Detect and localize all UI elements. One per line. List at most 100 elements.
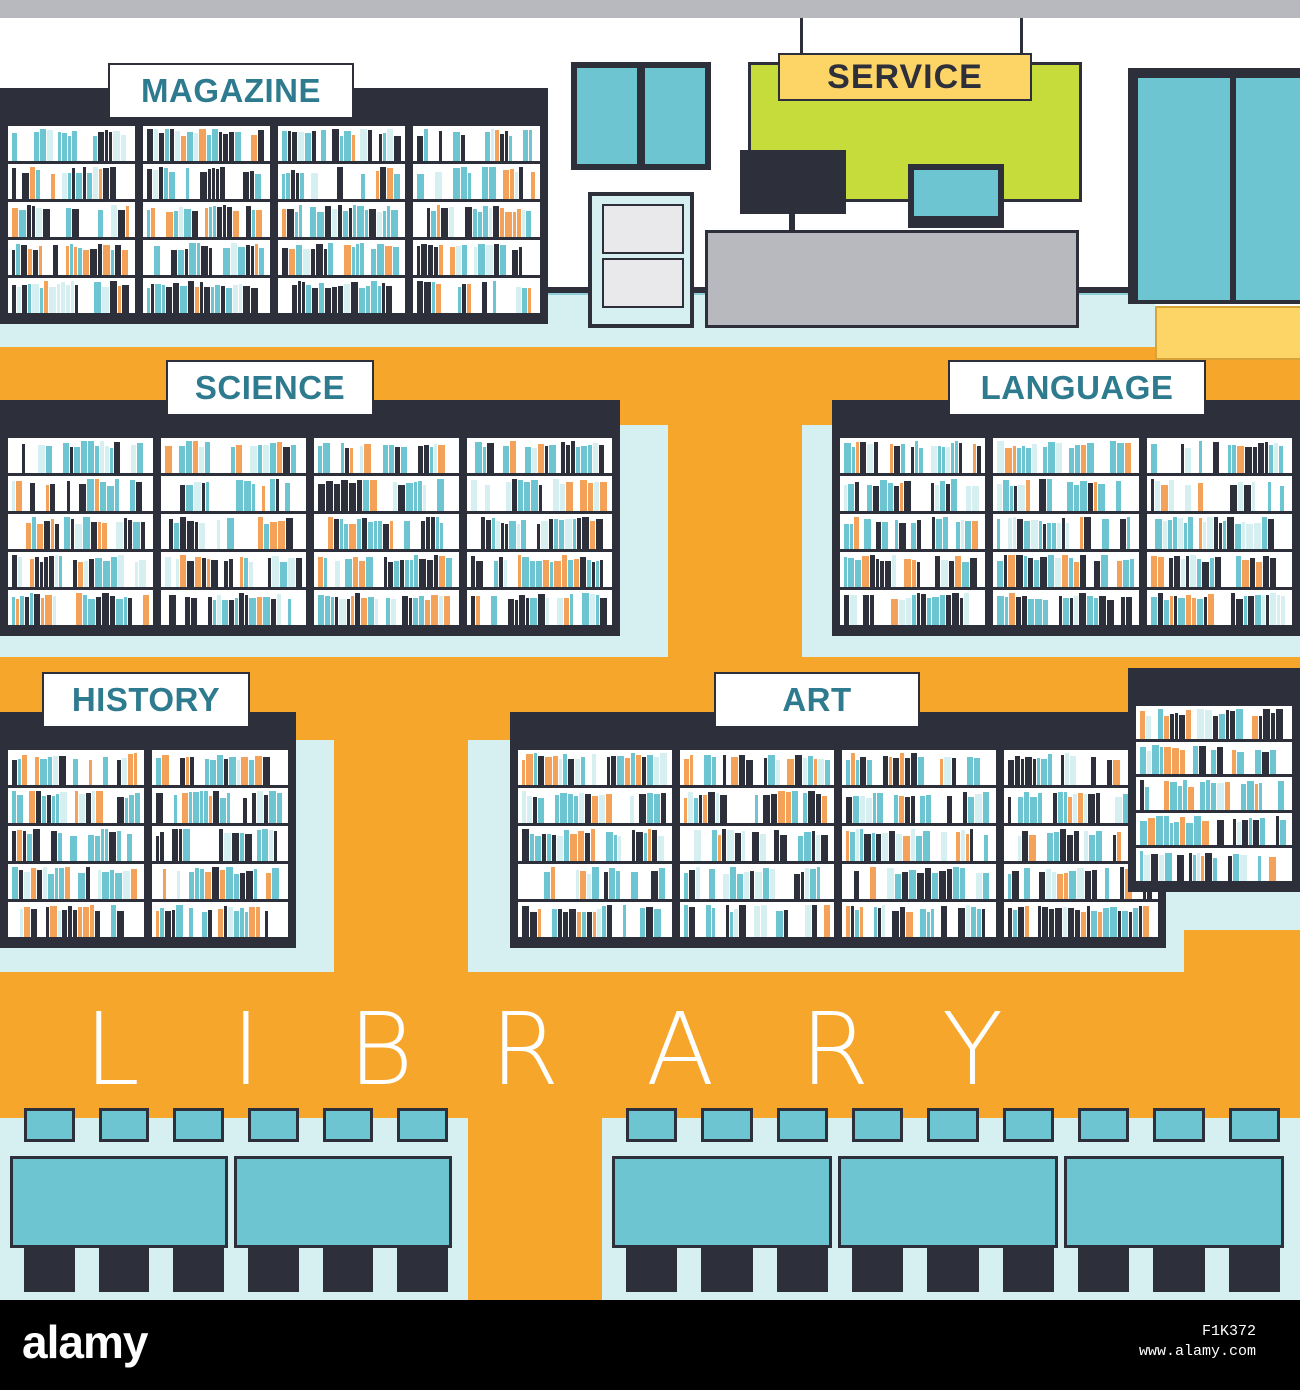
book	[1203, 480, 1211, 511]
book	[288, 131, 291, 161]
book	[1065, 753, 1069, 785]
book	[940, 595, 945, 625]
book	[746, 760, 753, 785]
book	[73, 560, 77, 587]
book	[739, 905, 746, 937]
book	[997, 561, 1004, 587]
book	[1224, 746, 1231, 775]
book	[844, 557, 847, 587]
book	[1057, 523, 1062, 549]
book	[600, 867, 603, 899]
book	[483, 206, 488, 237]
book	[703, 795, 707, 823]
book	[882, 522, 888, 549]
book	[189, 908, 193, 937]
book	[545, 446, 548, 473]
book	[335, 597, 338, 625]
book	[1280, 596, 1285, 625]
sign-art: ART	[714, 672, 920, 728]
book	[941, 906, 947, 937]
book	[1196, 599, 1203, 625]
book	[375, 599, 378, 625]
book	[1243, 485, 1251, 511]
book	[246, 206, 251, 237]
book	[212, 519, 216, 549]
book	[735, 796, 740, 823]
book	[1278, 781, 1284, 810]
book	[324, 558, 327, 587]
book	[774, 830, 779, 861]
book	[587, 874, 591, 899]
book	[900, 907, 905, 937]
book	[368, 522, 373, 549]
book	[617, 756, 624, 785]
book	[271, 599, 276, 625]
chair	[852, 1246, 904, 1292]
book	[424, 282, 431, 313]
book	[12, 481, 15, 511]
book	[35, 757, 39, 785]
book	[243, 286, 250, 313]
book	[860, 442, 866, 473]
shelf-plank	[314, 549, 459, 552]
book	[110, 870, 114, 899]
shelf-plank	[152, 937, 288, 940]
book	[341, 443, 344, 473]
book	[1187, 517, 1193, 549]
book	[191, 834, 195, 861]
book	[171, 250, 177, 275]
book	[231, 447, 235, 473]
book	[754, 906, 760, 937]
book	[280, 562, 287, 587]
book	[760, 834, 766, 861]
book	[432, 282, 435, 313]
book	[22, 173, 29, 199]
book	[159, 133, 164, 161]
book	[1211, 783, 1216, 810]
book	[558, 909, 562, 937]
book	[1173, 857, 1176, 881]
book	[458, 287, 461, 313]
book	[764, 758, 767, 785]
book	[800, 910, 804, 937]
book	[1075, 910, 1080, 937]
book	[730, 912, 733, 937]
shelf-plank	[1136, 809, 1292, 813]
book	[982, 909, 985, 937]
shelf-plank	[518, 861, 672, 864]
book	[181, 136, 186, 161]
book	[255, 756, 262, 785]
book	[580, 557, 586, 587]
book	[103, 757, 108, 785]
book	[923, 831, 930, 861]
book	[121, 135, 126, 161]
book	[274, 831, 277, 861]
newspaper-rack	[588, 192, 694, 328]
book	[113, 131, 120, 161]
book	[816, 794, 821, 823]
book	[357, 480, 362, 511]
book	[880, 480, 887, 511]
book	[1189, 555, 1196, 587]
book	[553, 756, 558, 785]
book	[1179, 715, 1185, 739]
book	[1236, 709, 1243, 739]
book	[1009, 593, 1016, 625]
book	[1276, 815, 1279, 846]
book	[761, 905, 767, 937]
book	[1217, 783, 1224, 810]
book	[596, 561, 599, 587]
book	[814, 759, 817, 785]
book	[1015, 756, 1020, 785]
book	[110, 281, 117, 313]
book	[1257, 443, 1264, 473]
book	[156, 836, 159, 861]
book	[563, 754, 567, 785]
book	[846, 760, 850, 785]
book	[1186, 750, 1192, 775]
book	[500, 245, 506, 275]
book	[512, 479, 517, 511]
book	[522, 791, 526, 823]
book	[899, 523, 906, 549]
book	[1197, 483, 1203, 511]
